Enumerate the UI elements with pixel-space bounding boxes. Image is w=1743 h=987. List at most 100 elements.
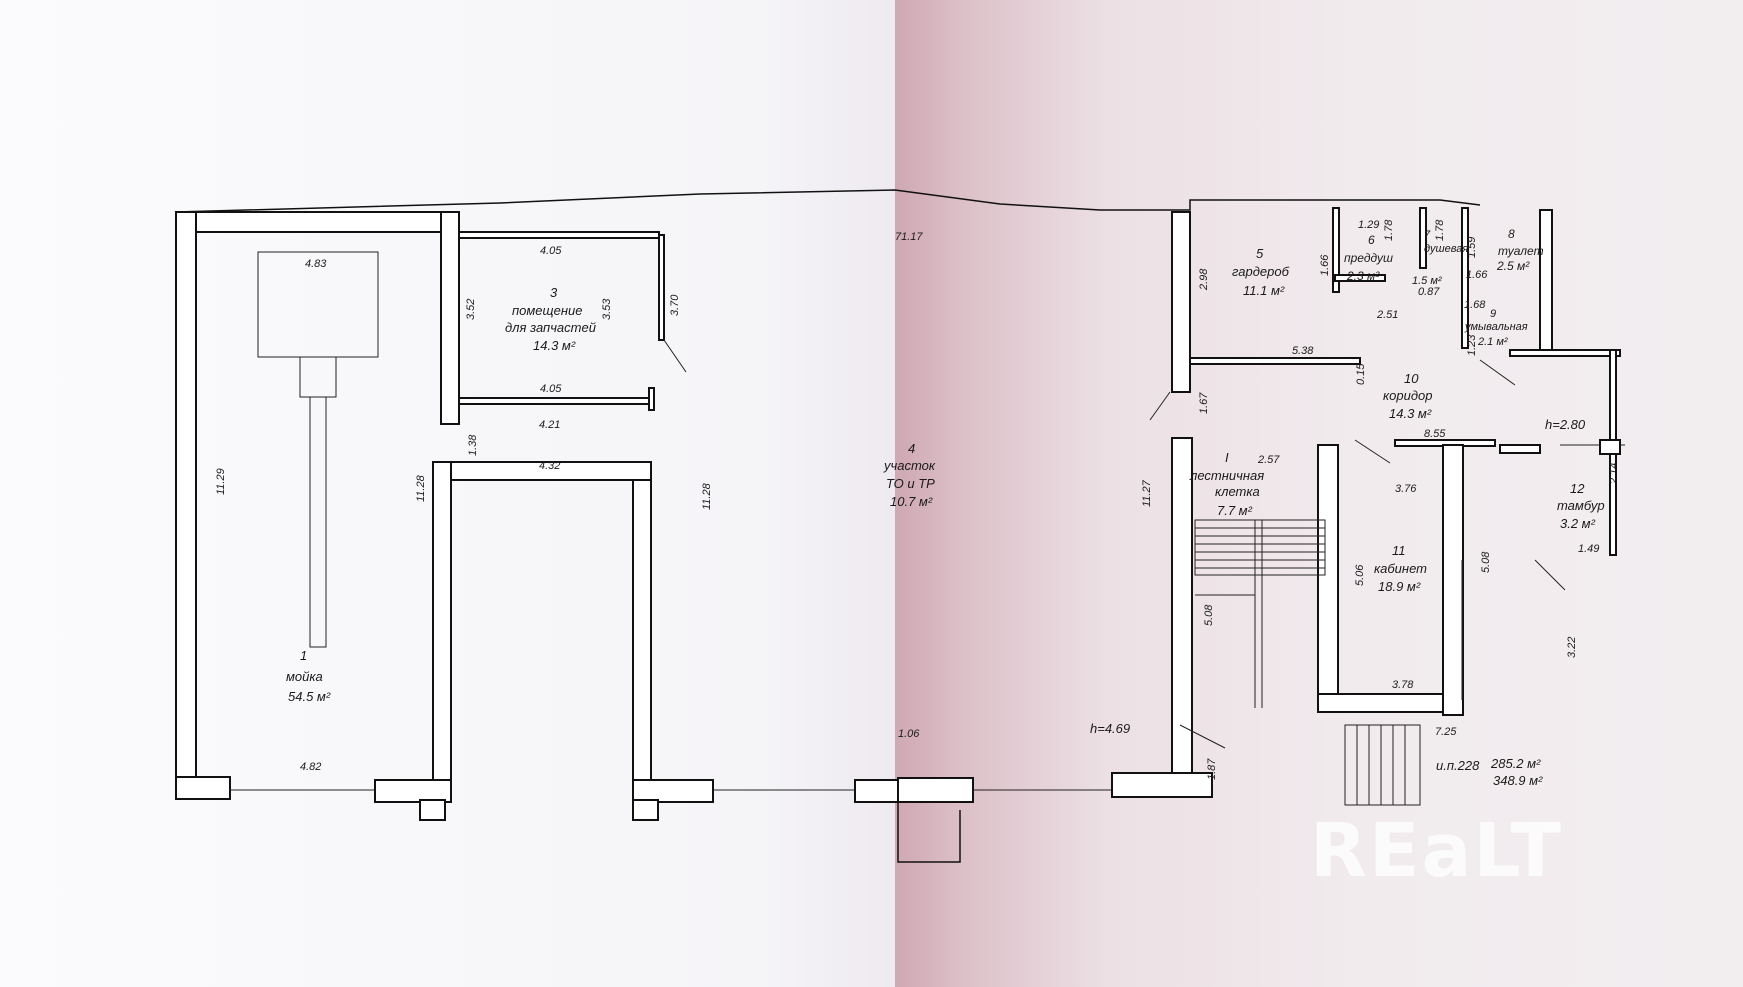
dim-2-57: 2.57 bbox=[1257, 454, 1280, 466]
dim-11-27: 11.27 bbox=[1141, 479, 1153, 507]
room-3-number: 3 bbox=[550, 285, 558, 300]
lift-post bbox=[309, 396, 327, 648]
dim-11-29: 11.29 bbox=[215, 468, 227, 495]
dim-1-06: 1.06 bbox=[898, 728, 920, 740]
stair-number: I bbox=[1225, 450, 1229, 465]
dim-5-08-b: 5.08 bbox=[1480, 551, 1492, 573]
room-10-number: 10 bbox=[1404, 371, 1419, 386]
room-4-name-2: ТО и ТР bbox=[886, 476, 935, 491]
room-1-number: 1 bbox=[300, 648, 307, 663]
room-4-number: 4 bbox=[908, 441, 915, 456]
height-office: h=2.80 bbox=[1545, 417, 1586, 432]
room-1-name: мойка bbox=[286, 669, 323, 684]
dim-1-29: 1.29 bbox=[1358, 219, 1379, 231]
toilet-right-wall bbox=[1461, 207, 1469, 349]
left-wall bbox=[175, 211, 197, 796]
room-6-area: 2.3 м² bbox=[1346, 269, 1380, 283]
room-6-number: 6 bbox=[1368, 233, 1375, 247]
room-4-name: участок bbox=[883, 458, 936, 473]
realt-watermark: REaLT bbox=[1310, 808, 1563, 894]
room-1-area: 54.5 м² bbox=[288, 689, 331, 704]
dim-1-59: 1.59 bbox=[1466, 237, 1478, 258]
dim-5-38: 5.38 bbox=[1292, 345, 1314, 357]
room3-bottom-wall bbox=[458, 397, 650, 405]
stair-name-2: клетка bbox=[1215, 484, 1260, 499]
dim-71-17: 71.17 bbox=[895, 231, 923, 243]
middle-right-wall bbox=[632, 479, 652, 781]
office-bottom-wall bbox=[1317, 693, 1464, 713]
dim-1-87: 1.87 bbox=[1206, 758, 1218, 780]
dim-4-82: 4.82 bbox=[300, 761, 321, 773]
entry-post bbox=[1599, 439, 1621, 455]
room3-right-wall bbox=[658, 234, 665, 341]
room-8-number: 8 bbox=[1508, 227, 1515, 241]
top-wall-room3 bbox=[458, 231, 660, 239]
dim-5-08-a: 5.08 bbox=[1203, 604, 1215, 626]
dim-7-25: 7.25 bbox=[1435, 726, 1457, 738]
staircase bbox=[1194, 519, 1326, 708]
height-main: h=4.69 bbox=[1090, 721, 1130, 736]
room-4-area: 10.7 м² bbox=[890, 494, 933, 509]
room-6-name: преддуш bbox=[1344, 251, 1393, 265]
room-12-area: 3.2 м² bbox=[1560, 516, 1596, 531]
room-9-name: умывальная bbox=[1464, 321, 1528, 333]
room-5-name: гардероб bbox=[1232, 264, 1290, 279]
stair-area: 7.7 м² bbox=[1217, 503, 1253, 518]
totals-useful: 285.2 м² bbox=[1490, 756, 1541, 771]
dim-1-38: 1.38 bbox=[467, 434, 479, 456]
room-11-area: 18.9 м² bbox=[1378, 579, 1421, 594]
room-5-number: 5 bbox=[1256, 246, 1264, 261]
dim-3-78: 3.78 bbox=[1392, 679, 1414, 691]
room-7-area: 1.5 м² bbox=[1412, 275, 1442, 287]
exterior-steps bbox=[1344, 724, 1421, 806]
vestibule-door-swing bbox=[1534, 559, 1566, 591]
dim-8-55: 8.55 bbox=[1424, 428, 1446, 440]
office-right-wall bbox=[1442, 444, 1464, 716]
totals-total: 348.9 м² bbox=[1493, 773, 1543, 788]
room-7-number: 7 bbox=[1424, 229, 1431, 241]
room-11-name: кабинет bbox=[1374, 561, 1427, 576]
dim-0-15: 0.15 bbox=[1355, 363, 1367, 385]
pier-left bbox=[175, 776, 231, 800]
dim-3-76: 3.76 bbox=[1395, 483, 1417, 495]
partition-2 bbox=[432, 461, 452, 783]
preddush-bottom bbox=[1334, 274, 1386, 282]
dim-2-51: 2.51 bbox=[1376, 309, 1398, 321]
partition-1 bbox=[440, 211, 460, 425]
totals-label: и.п.228 bbox=[1436, 758, 1480, 773]
room-3-name-2: для запчастей bbox=[505, 320, 596, 335]
vestibule-top bbox=[1509, 349, 1621, 357]
lift-neck bbox=[299, 356, 337, 398]
wardrobe-right-wall bbox=[1332, 207, 1340, 293]
dim-11-28-a: 11.28 bbox=[415, 474, 427, 502]
dim-2-14: 2.14 bbox=[1608, 463, 1620, 485]
pier-2 bbox=[632, 779, 714, 803]
top-wall-left bbox=[195, 211, 442, 233]
middle-top-wall bbox=[450, 461, 652, 481]
right-block-wall bbox=[1171, 211, 1191, 393]
door-swing-bottom bbox=[1179, 724, 1226, 749]
dim-3-70: 3.70 bbox=[669, 294, 681, 316]
dim-1-67: 1.67 bbox=[1198, 392, 1210, 414]
dim-3-22: 3.22 bbox=[1566, 637, 1578, 658]
center-step bbox=[897, 802, 961, 863]
pier-1 bbox=[374, 779, 452, 803]
dim-1-66-b: 1.66 bbox=[1466, 269, 1488, 281]
dim-0-87: 0.87 bbox=[1418, 286, 1440, 298]
shower-right-wall bbox=[1419, 207, 1427, 269]
dim-1-68: 1.68 bbox=[1464, 299, 1486, 311]
room-7-name: душевая bbox=[1424, 243, 1468, 255]
dim-1-66-a: 1.66 bbox=[1319, 254, 1331, 276]
stair-left-wall bbox=[1171, 437, 1193, 774]
pier-right bbox=[1111, 772, 1213, 798]
dim-3-52: 3.52 bbox=[465, 299, 477, 320]
top-boundary bbox=[175, 189, 1481, 795]
room-10-name: коридор bbox=[1383, 388, 1432, 403]
door-swing-left bbox=[1149, 391, 1171, 421]
pier-center bbox=[897, 777, 974, 803]
dim-5-06: 5.06 bbox=[1354, 564, 1366, 586]
room-12-name: тамбур bbox=[1557, 498, 1605, 513]
stair-name: лестничная bbox=[1189, 468, 1264, 483]
dim-4-05-mid: 4.05 bbox=[540, 383, 562, 395]
